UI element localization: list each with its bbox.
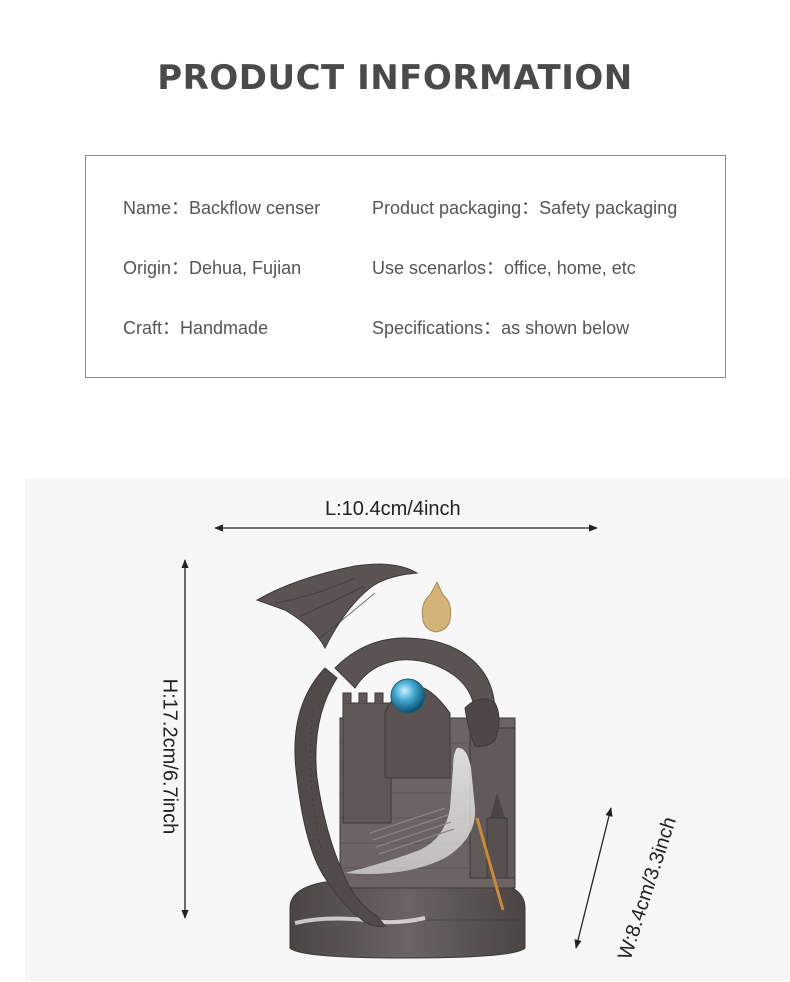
info-label: Specifications [372, 318, 484, 338]
info-separator: ： [171, 198, 190, 218]
length-label: L:10.4cm/4inch [325, 498, 461, 520]
info-row: Craft：Handmade Specifications：as shown b… [86, 314, 725, 338]
info-value: Handmade [180, 318, 269, 338]
censer-illustration [181, 524, 613, 959]
width-arrow [574, 807, 613, 949]
incense-stick [475, 817, 505, 911]
info-separator: ： [483, 318, 502, 338]
product-info-box: Name：Backflow censer Product packaging：S… [85, 155, 726, 378]
info-label: Craft [123, 318, 163, 338]
info-value: Safety packaging [539, 198, 678, 218]
crystal-ball [390, 678, 426, 714]
dragon-wing [255, 563, 419, 650]
info-value: Backflow censer [189, 198, 321, 218]
info-cell-scenarios: Use scenarlos：office, home, etc [372, 254, 636, 280]
dragon-tail [294, 667, 386, 927]
page-title: PRODUCT INFORMATION [157, 58, 633, 98]
info-label: Name [123, 198, 172, 218]
info-value: office, home, etc [504, 258, 636, 278]
castle-tower-left [342, 702, 392, 824]
info-cell-origin: Origin：Dehua, Fujian [123, 254, 301, 280]
info-separator: ： [171, 258, 190, 278]
info-row: Name：Backflow censer Product packaging：S… [86, 194, 725, 218]
info-cell-specifications: Specifications：as shown below [372, 314, 629, 340]
info-separator: ： [486, 258, 505, 278]
smoke-waterfall [345, 747, 476, 874]
dragon-head [464, 698, 500, 747]
info-cell-craft: Craft：Handmade [123, 314, 268, 340]
info-separator: ： [162, 318, 181, 338]
info-label: Use scenarlos [372, 258, 487, 278]
info-value: Dehua, Fujian [189, 258, 302, 278]
height-label: H:17.2cm/6.7inch [158, 678, 181, 835]
info-label: Product packaging [372, 198, 522, 218]
info-row: Origin：Dehua, Fujian Use scenarlos：offic… [86, 254, 725, 278]
info-cell-packaging: Product packaging：Safety packaging [372, 194, 677, 220]
product-photo: L:10.4cm/4inch H:17.2cm/6.7inch W:8.4cm/… [25, 478, 790, 981]
info-value: as shown below [501, 318, 630, 338]
info-label: Origin [123, 258, 172, 278]
info-separator: ： [521, 198, 540, 218]
castle-stairs [369, 807, 455, 855]
info-cell-name: Name：Backflow censer [123, 194, 320, 220]
incense-cone [421, 580, 452, 633]
